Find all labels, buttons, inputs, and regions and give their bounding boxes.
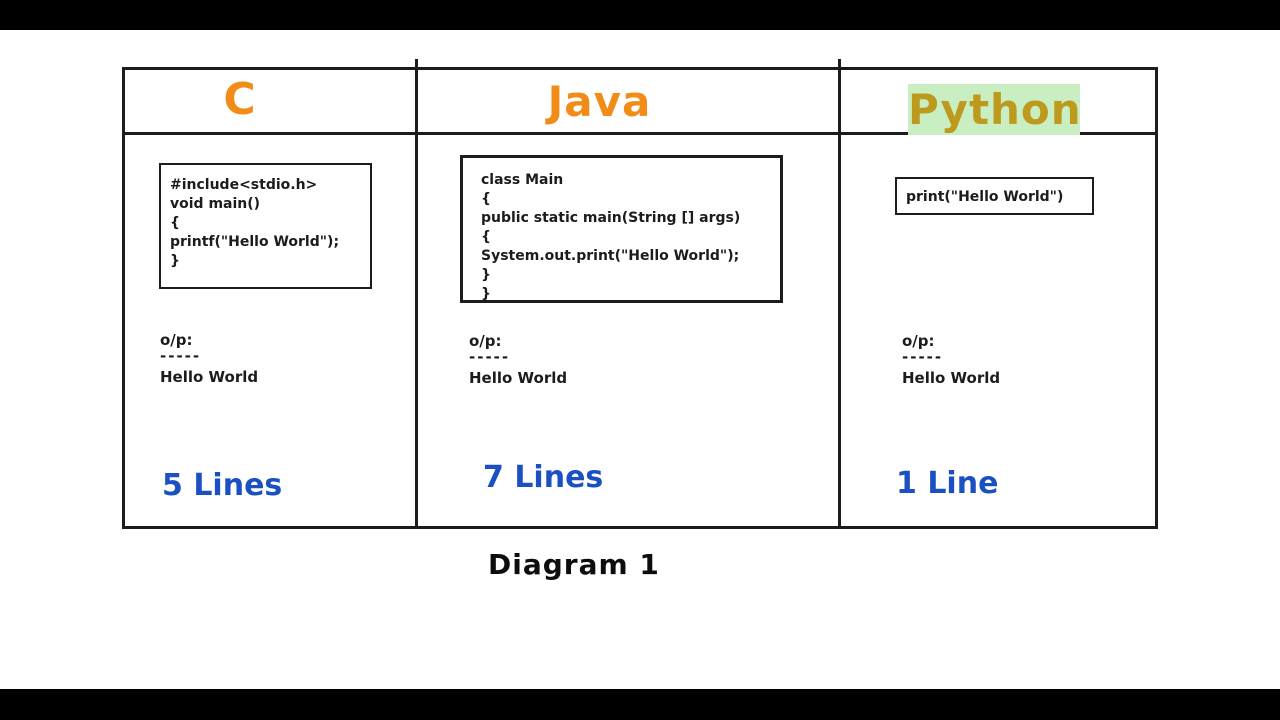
comparison-table-outline bbox=[122, 67, 1158, 529]
code-line: public static main(String [] args) bbox=[481, 210, 741, 226]
column-header-c: C bbox=[223, 74, 257, 125]
column-divider-c-java bbox=[415, 59, 418, 529]
line-count-python: 1 Line bbox=[896, 466, 999, 501]
column-header-java: Java bbox=[547, 77, 652, 126]
output-value: Hello World bbox=[469, 369, 568, 387]
output-label: o/p: bbox=[469, 332, 502, 350]
line-count-c: 5 Lines bbox=[162, 468, 283, 503]
line-count-java: 7 Lines bbox=[483, 460, 604, 495]
output-value: Hello World bbox=[160, 368, 259, 386]
code-line: } bbox=[481, 286, 491, 302]
code-line: printf("Hello World"); bbox=[170, 234, 340, 250]
output-block-python: o/p: ----- Hello World bbox=[902, 331, 1000, 389]
code-line: print("Hello World") bbox=[906, 189, 1064, 205]
column-header-python: Python bbox=[908, 84, 1082, 135]
code-line: { bbox=[481, 229, 491, 245]
output-block-java: o/p: ----- Hello World bbox=[469, 331, 567, 389]
code-line: class Main bbox=[481, 172, 564, 188]
code-snippet-box-java: class Main { public static main(String [… bbox=[460, 155, 783, 303]
output-divider-dashes: ----- bbox=[469, 348, 511, 366]
letterbox-top-bar bbox=[0, 0, 1280, 30]
output-value: Hello World bbox=[902, 369, 1001, 387]
output-block-c: o/p: ----- Hello World bbox=[160, 330, 258, 388]
column-divider-java-python bbox=[838, 59, 841, 529]
code-snippet-box-python: print("Hello World") bbox=[895, 177, 1094, 215]
code-line: { bbox=[170, 215, 180, 231]
output-label: o/p: bbox=[160, 331, 193, 349]
letterbox-bottom-bar bbox=[0, 689, 1280, 720]
output-label: o/p: bbox=[902, 332, 935, 350]
code-snippet-box-c: #include<stdio.h> void main() { printf("… bbox=[159, 163, 372, 289]
code-line: System.out.print("Hello World"); bbox=[481, 248, 740, 264]
code-line: #include<stdio.h> bbox=[170, 177, 318, 193]
output-divider-dashes: ----- bbox=[160, 347, 202, 365]
code-line: } bbox=[481, 267, 491, 283]
code-line: } bbox=[170, 253, 180, 269]
code-line: void main() bbox=[170, 196, 261, 212]
output-divider-dashes: ----- bbox=[902, 348, 944, 366]
diagram-caption: Diagram 1 bbox=[488, 548, 660, 581]
code-line: { bbox=[481, 191, 491, 207]
header-row-separator-line bbox=[122, 132, 1158, 135]
